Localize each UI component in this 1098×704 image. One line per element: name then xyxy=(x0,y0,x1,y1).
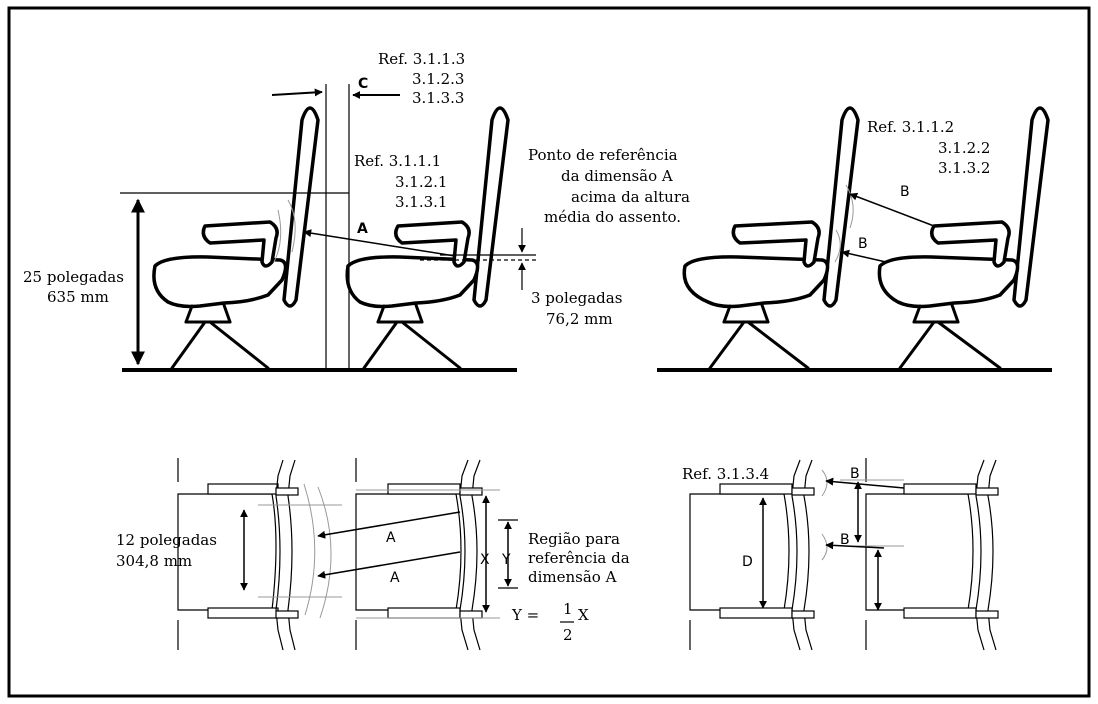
ref-label-box xyxy=(679,466,791,482)
width-line-1: 12 polegadas xyxy=(116,531,217,549)
formula-numerator: 1 xyxy=(563,600,573,618)
region-line-3: dimensão A xyxy=(528,568,617,586)
chair-right-1 xyxy=(682,106,860,370)
formula-variable: X xyxy=(578,606,589,624)
side-view-right: Ref. 3.1.1.2 3.1.2.2 3.1.3.2 B B xyxy=(657,106,1052,372)
label-b-upper: B xyxy=(900,184,910,200)
label-a-upper: A xyxy=(386,530,396,546)
ref-b-line-1: Ref. 3.1.1.2 xyxy=(867,118,954,136)
height-line-1: 25 polegadas xyxy=(23,268,124,286)
top-seat-left-1 xyxy=(177,458,342,651)
dimension-b-arrow-upper xyxy=(849,192,935,227)
ref-point-line-4: média do assento. xyxy=(544,208,681,226)
label-b-top-upper: B xyxy=(850,466,860,482)
width-line-2: 304,8 mm xyxy=(116,552,192,570)
ref-b-line-3: 3.1.3.2 xyxy=(938,159,990,177)
label-a-lower: A xyxy=(390,570,400,586)
label-b-lower: B xyxy=(858,236,868,252)
label-b-top-lower: B xyxy=(840,532,850,548)
label-d: D xyxy=(742,554,753,570)
ref-a-line-1: Ref. 3.1.1.1 xyxy=(354,152,441,170)
ref-c-line-2: 3.1.2.3 xyxy=(412,70,464,88)
height-line-2: 635 mm xyxy=(47,288,109,306)
ref-c-line-1: Ref. 3.1.1.3 xyxy=(378,50,465,68)
label-a: A xyxy=(357,221,368,237)
dimension-c-arrow-left xyxy=(271,88,323,97)
ref-point-line-1: Ponto de referência xyxy=(528,146,678,164)
dimension-b-arrow-lower xyxy=(841,249,887,263)
ref-a-line-2: 3.1.2.1 xyxy=(395,173,447,191)
dimension-a-arrow xyxy=(303,229,456,257)
top-seat-left-2 xyxy=(355,458,500,651)
ref-3134: Ref. 3.1.3.4 xyxy=(682,465,769,483)
offset-line-1: 3 polegadas xyxy=(531,289,622,307)
side-view-left: Ref. 3.1.1.3 3.1.2.3 3.1.3.3 C Ref. 3.1.… xyxy=(23,50,690,372)
a-arrow-upper xyxy=(317,511,461,539)
region-line-1: Região para xyxy=(528,530,620,548)
top-view-right: Ref. 3.1.3.4 B B D xyxy=(679,458,999,651)
ref-b-line-2: 3.1.2.2 xyxy=(938,139,990,157)
ref-a-line-3: 3.1.3.1 xyxy=(395,193,447,211)
ref-point-line-3: acima da altura xyxy=(571,188,690,206)
label-y: Y xyxy=(501,552,511,568)
label-x: X xyxy=(480,552,490,568)
formula-lhs: Y = xyxy=(511,606,539,624)
region-line-2: referência da xyxy=(528,549,630,567)
a-arrow-lower xyxy=(317,551,461,579)
top-seat-right-1 xyxy=(679,459,828,651)
ref-c-line-3: 3.1.3.3 xyxy=(412,89,464,107)
offset-line-2: 76,2 mm xyxy=(546,310,613,328)
formula-denominator: 2 xyxy=(563,626,573,644)
page-frame xyxy=(7,6,1091,698)
b-arrow-upper xyxy=(825,477,905,489)
top-view-left: 12 polegadas 304,8 mm A A X Y Região par… xyxy=(116,458,630,651)
chair-left-1 xyxy=(152,106,320,370)
b-arrow-lower xyxy=(825,541,885,550)
top-seat-right-2 xyxy=(840,458,999,651)
ref-point-line-2: da dimensão A xyxy=(561,167,673,185)
chair-left-2 xyxy=(345,106,510,370)
chair-right-2 xyxy=(877,106,1050,370)
label-c: C xyxy=(358,76,368,92)
